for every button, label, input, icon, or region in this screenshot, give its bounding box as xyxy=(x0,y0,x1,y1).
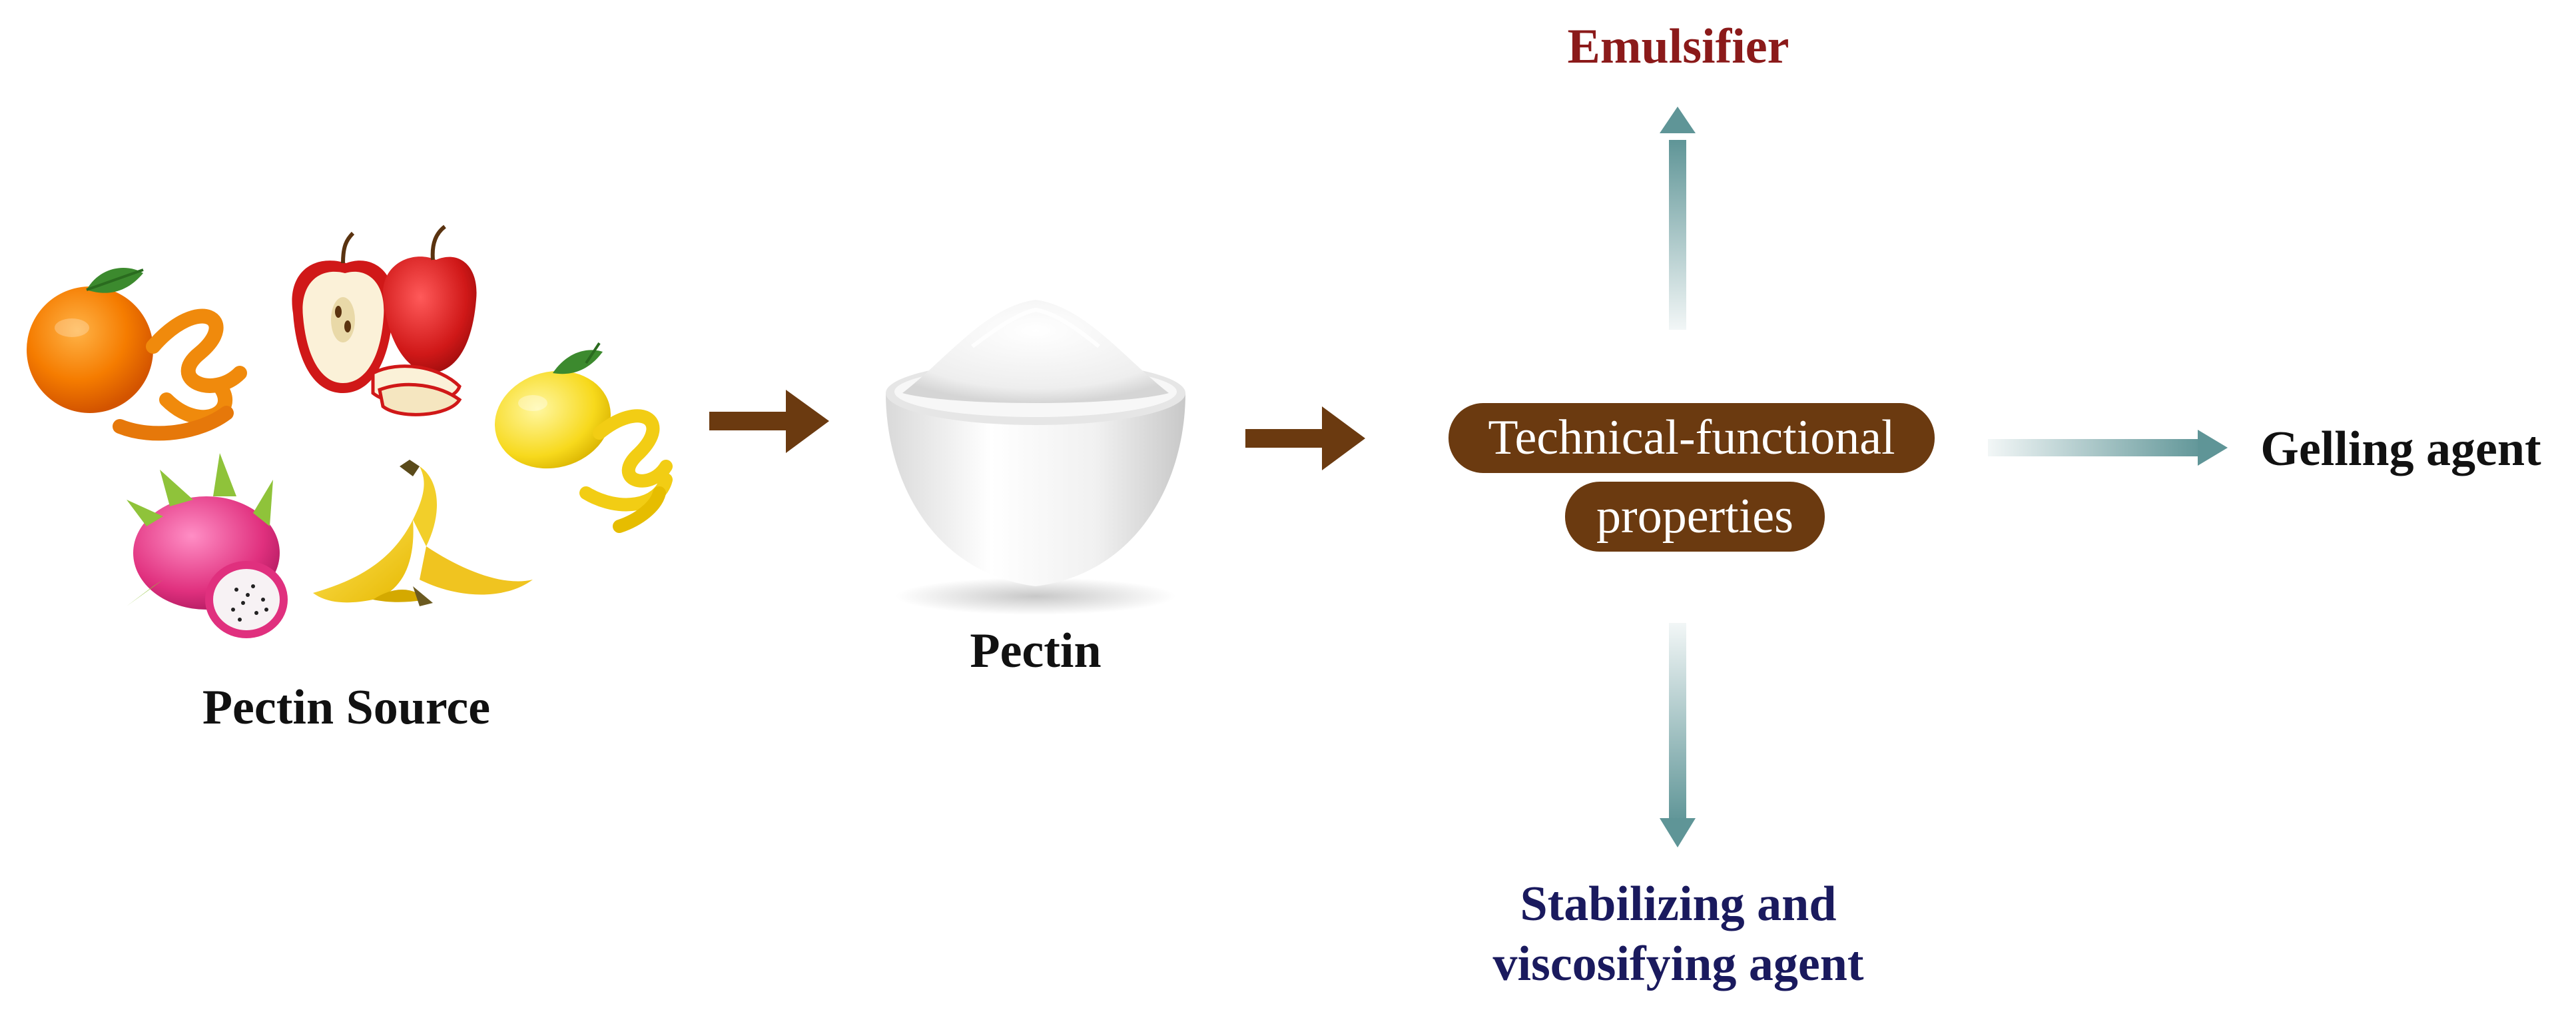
pectin-label: Pectin xyxy=(970,624,1102,678)
stabilizing-label-line1: Stabilizing and xyxy=(1520,877,1837,931)
arrow-to-emulsifier xyxy=(1660,107,1696,330)
orange-peel-icon xyxy=(113,308,247,441)
gelling-agent-label: Gelling agent xyxy=(2260,422,2541,476)
emulsifier-label: Emulsifier xyxy=(1567,19,1789,74)
arrow-source-to-pectin xyxy=(709,390,829,453)
dragon-fruit-icon xyxy=(127,453,288,638)
arrow-to-gelling-agent xyxy=(1988,430,2228,466)
apple-icon xyxy=(292,225,477,416)
properties-pill: properties xyxy=(1565,482,1825,552)
lemon-peel-icon xyxy=(579,409,673,533)
arrow-to-stabilizing-agent xyxy=(1660,623,1696,847)
banana-peel-icon xyxy=(313,460,533,606)
pectin-powder-bowl-icon xyxy=(886,300,1185,615)
pectin-source-label: Pectin Source xyxy=(202,680,491,735)
orange-icon xyxy=(27,268,153,413)
arrow-pectin-to-properties xyxy=(1245,406,1365,470)
technical-functional-pill: Technical-functional xyxy=(1449,403,1935,473)
stabilizing-label-line2: viscosifying agent xyxy=(1492,937,1864,991)
lemon-icon xyxy=(494,342,611,469)
